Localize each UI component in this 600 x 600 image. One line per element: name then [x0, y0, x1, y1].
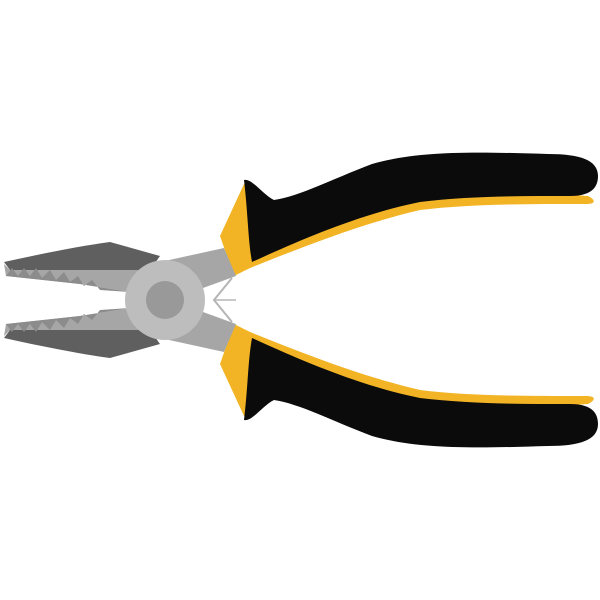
lower-jaw-side: [4, 308, 160, 336]
pivot-bolt: [146, 281, 184, 319]
upper-jaw: [4, 242, 160, 292]
spring-wire: [212, 277, 236, 323]
lower-handle: [220, 324, 598, 448]
lower-handle-black-grip: [244, 338, 598, 448]
lower-jaw-teeth: [6, 308, 130, 332]
upper-jaw-teeth: [6, 268, 130, 292]
lower-jaw: [4, 308, 160, 358]
pivot-joint: [125, 260, 205, 340]
upper-jaw-top-face: [4, 242, 160, 270]
upper-handle: [220, 152, 598, 276]
upper-handle-black-grip: [244, 152, 598, 262]
lower-jaw-bottom-face: [4, 330, 160, 358]
upper-jaw-side: [4, 264, 160, 292]
